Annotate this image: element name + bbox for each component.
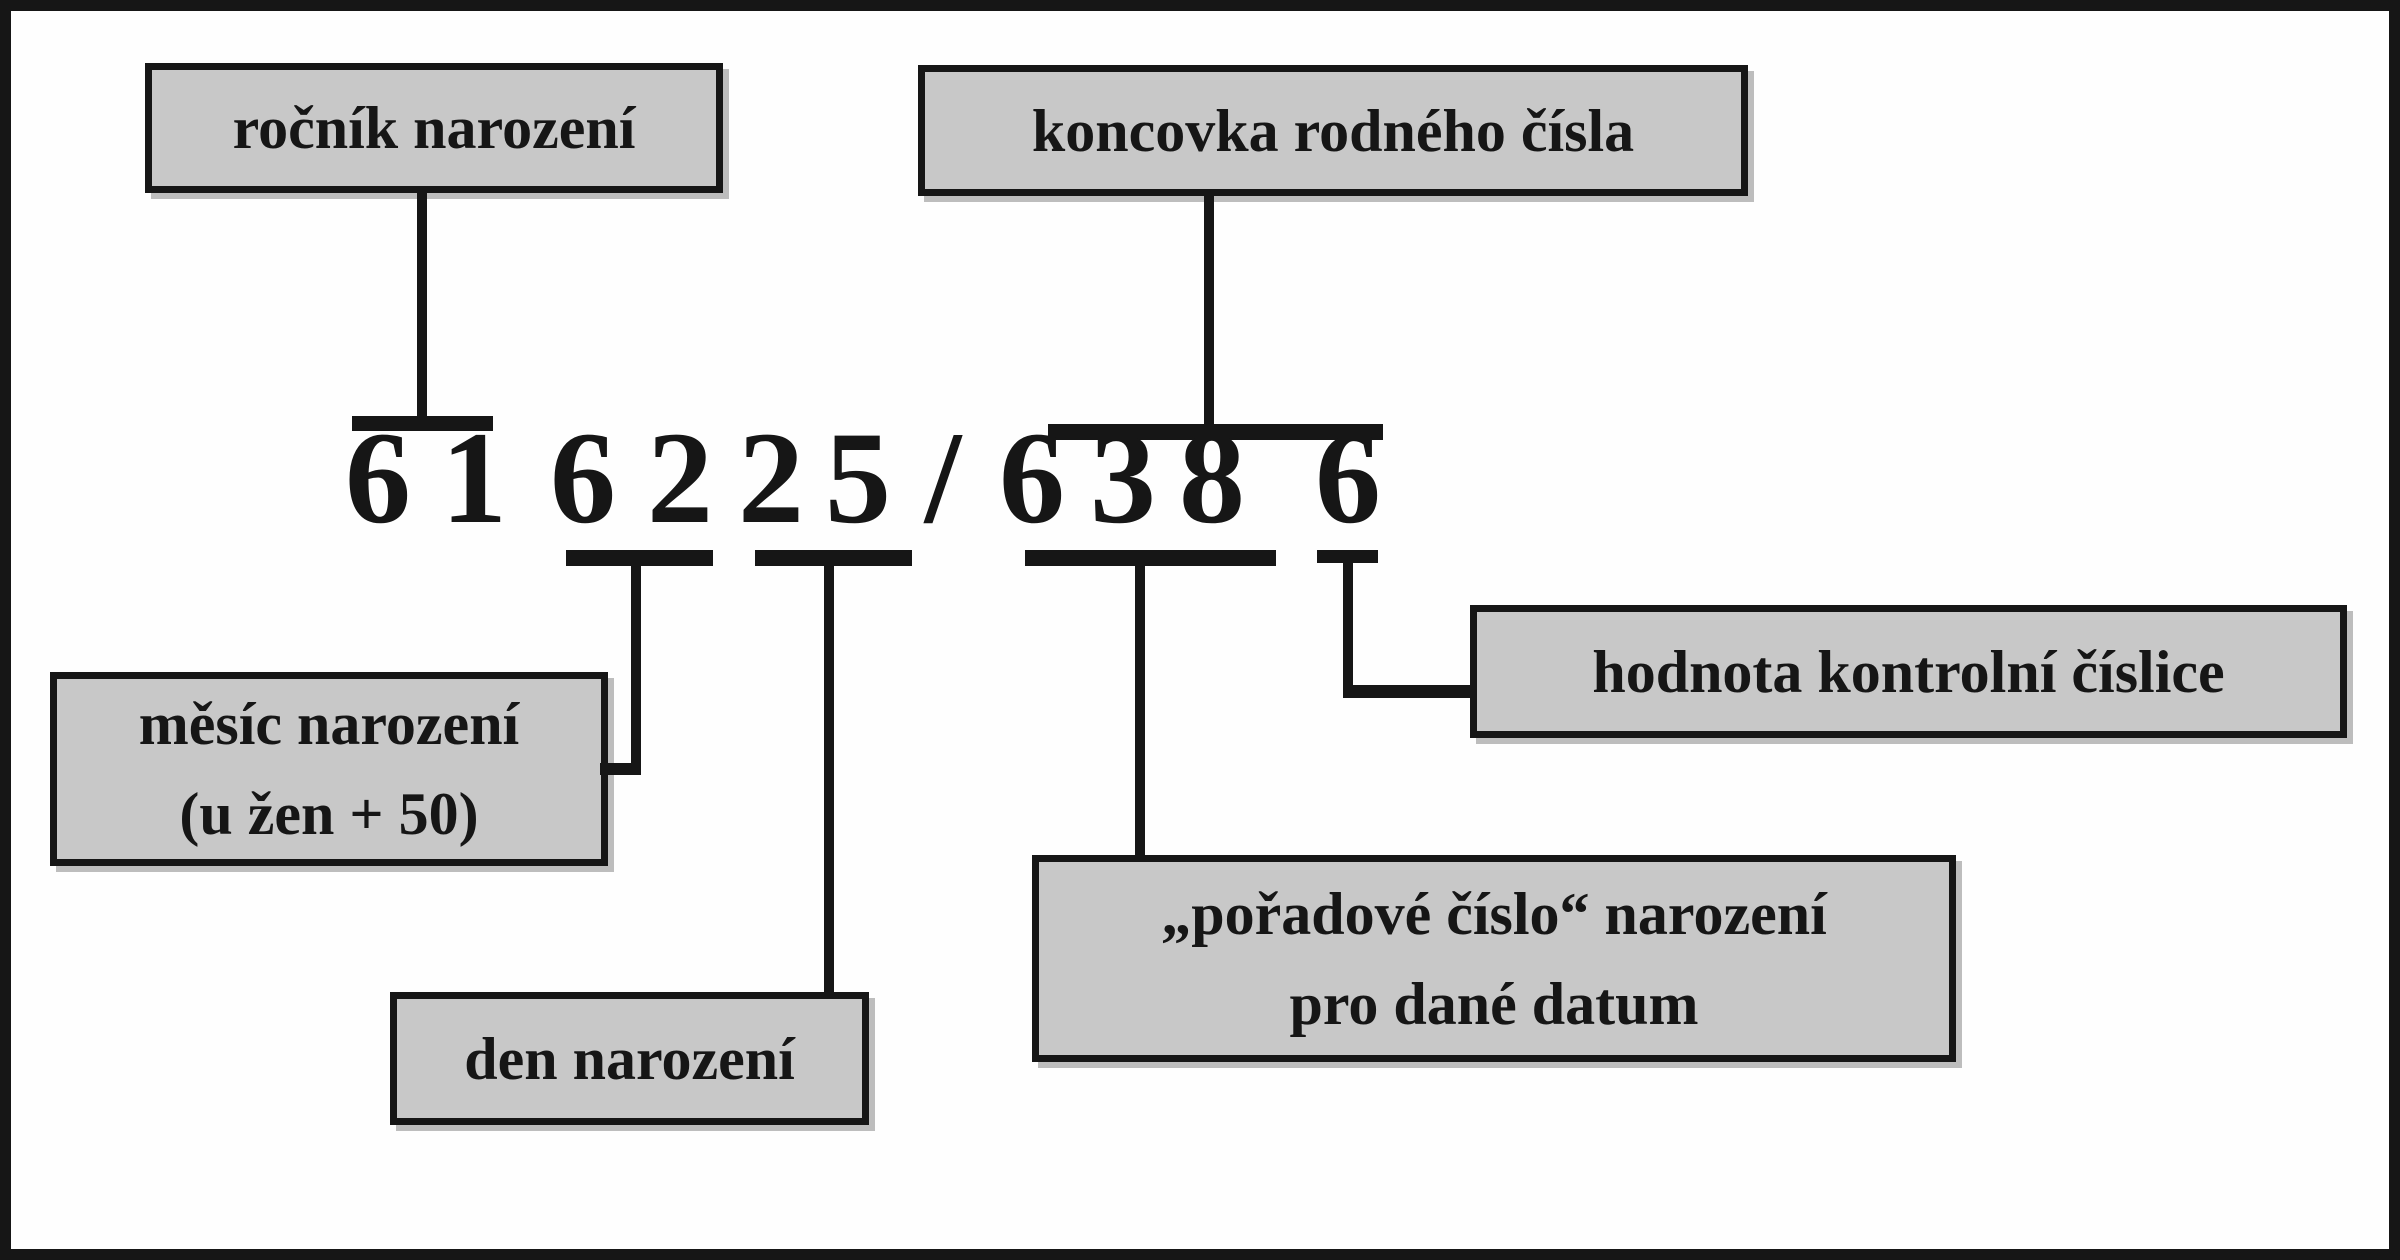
digit: 3 xyxy=(1090,404,1156,551)
underline-serial-group xyxy=(1025,550,1276,566)
connector-line-ending xyxy=(1204,196,1214,424)
label-box-serial: „pořadové číslo“ narození pro dané datum xyxy=(1032,855,1956,1062)
digit: 2 xyxy=(738,404,804,551)
label-box-check-digit: hodnota kontrolní číslice xyxy=(1470,605,2347,738)
connector-line-serial xyxy=(1135,566,1145,855)
label-month-line1: měsíc narození xyxy=(138,691,520,757)
underline-month-pair xyxy=(566,550,713,566)
overline-year-pair xyxy=(352,416,493,431)
overline-ending-group xyxy=(1048,424,1383,440)
digit: 6 xyxy=(1315,404,1381,551)
connector-line-check-digit xyxy=(1343,563,1353,698)
label-check-digit-text: hodnota kontrolní číslice xyxy=(1592,638,2225,705)
label-day-text: den narození xyxy=(464,1025,795,1092)
digit: 5 xyxy=(825,404,891,551)
label-box-day: den narození xyxy=(390,992,869,1125)
label-serial-line2: pro dané datum xyxy=(1289,970,1699,1037)
slash-separator: / xyxy=(924,404,962,551)
label-box-year: ročník narození xyxy=(145,63,723,193)
connector-line-month xyxy=(631,566,641,775)
label-ending-text: koncovka rodného čísla xyxy=(1031,97,1635,164)
label-month-line2: (u žen + 50) xyxy=(179,781,479,847)
digit: 6 xyxy=(999,404,1065,551)
underline-day-pair xyxy=(755,550,912,566)
connector-elbow-month xyxy=(600,763,641,775)
label-serial-line1: „pořadové číslo“ narození xyxy=(1161,880,1827,947)
underline-check-digit xyxy=(1317,550,1378,563)
label-box-ending: koncovka rodného čísla xyxy=(918,65,1748,196)
digit: 6 xyxy=(550,404,616,551)
digit: 1 xyxy=(441,404,507,551)
connector-line-year xyxy=(417,193,427,416)
digit: 2 xyxy=(647,404,713,551)
digit: 8 xyxy=(1179,404,1245,551)
label-box-month: měsíc narození (u žen + 50) xyxy=(50,672,608,866)
connector-line-day xyxy=(824,566,834,992)
digit: 6 xyxy=(345,404,411,551)
connector-elbow-check-digit xyxy=(1343,685,1472,698)
label-year-text: ročník narození xyxy=(232,95,636,161)
